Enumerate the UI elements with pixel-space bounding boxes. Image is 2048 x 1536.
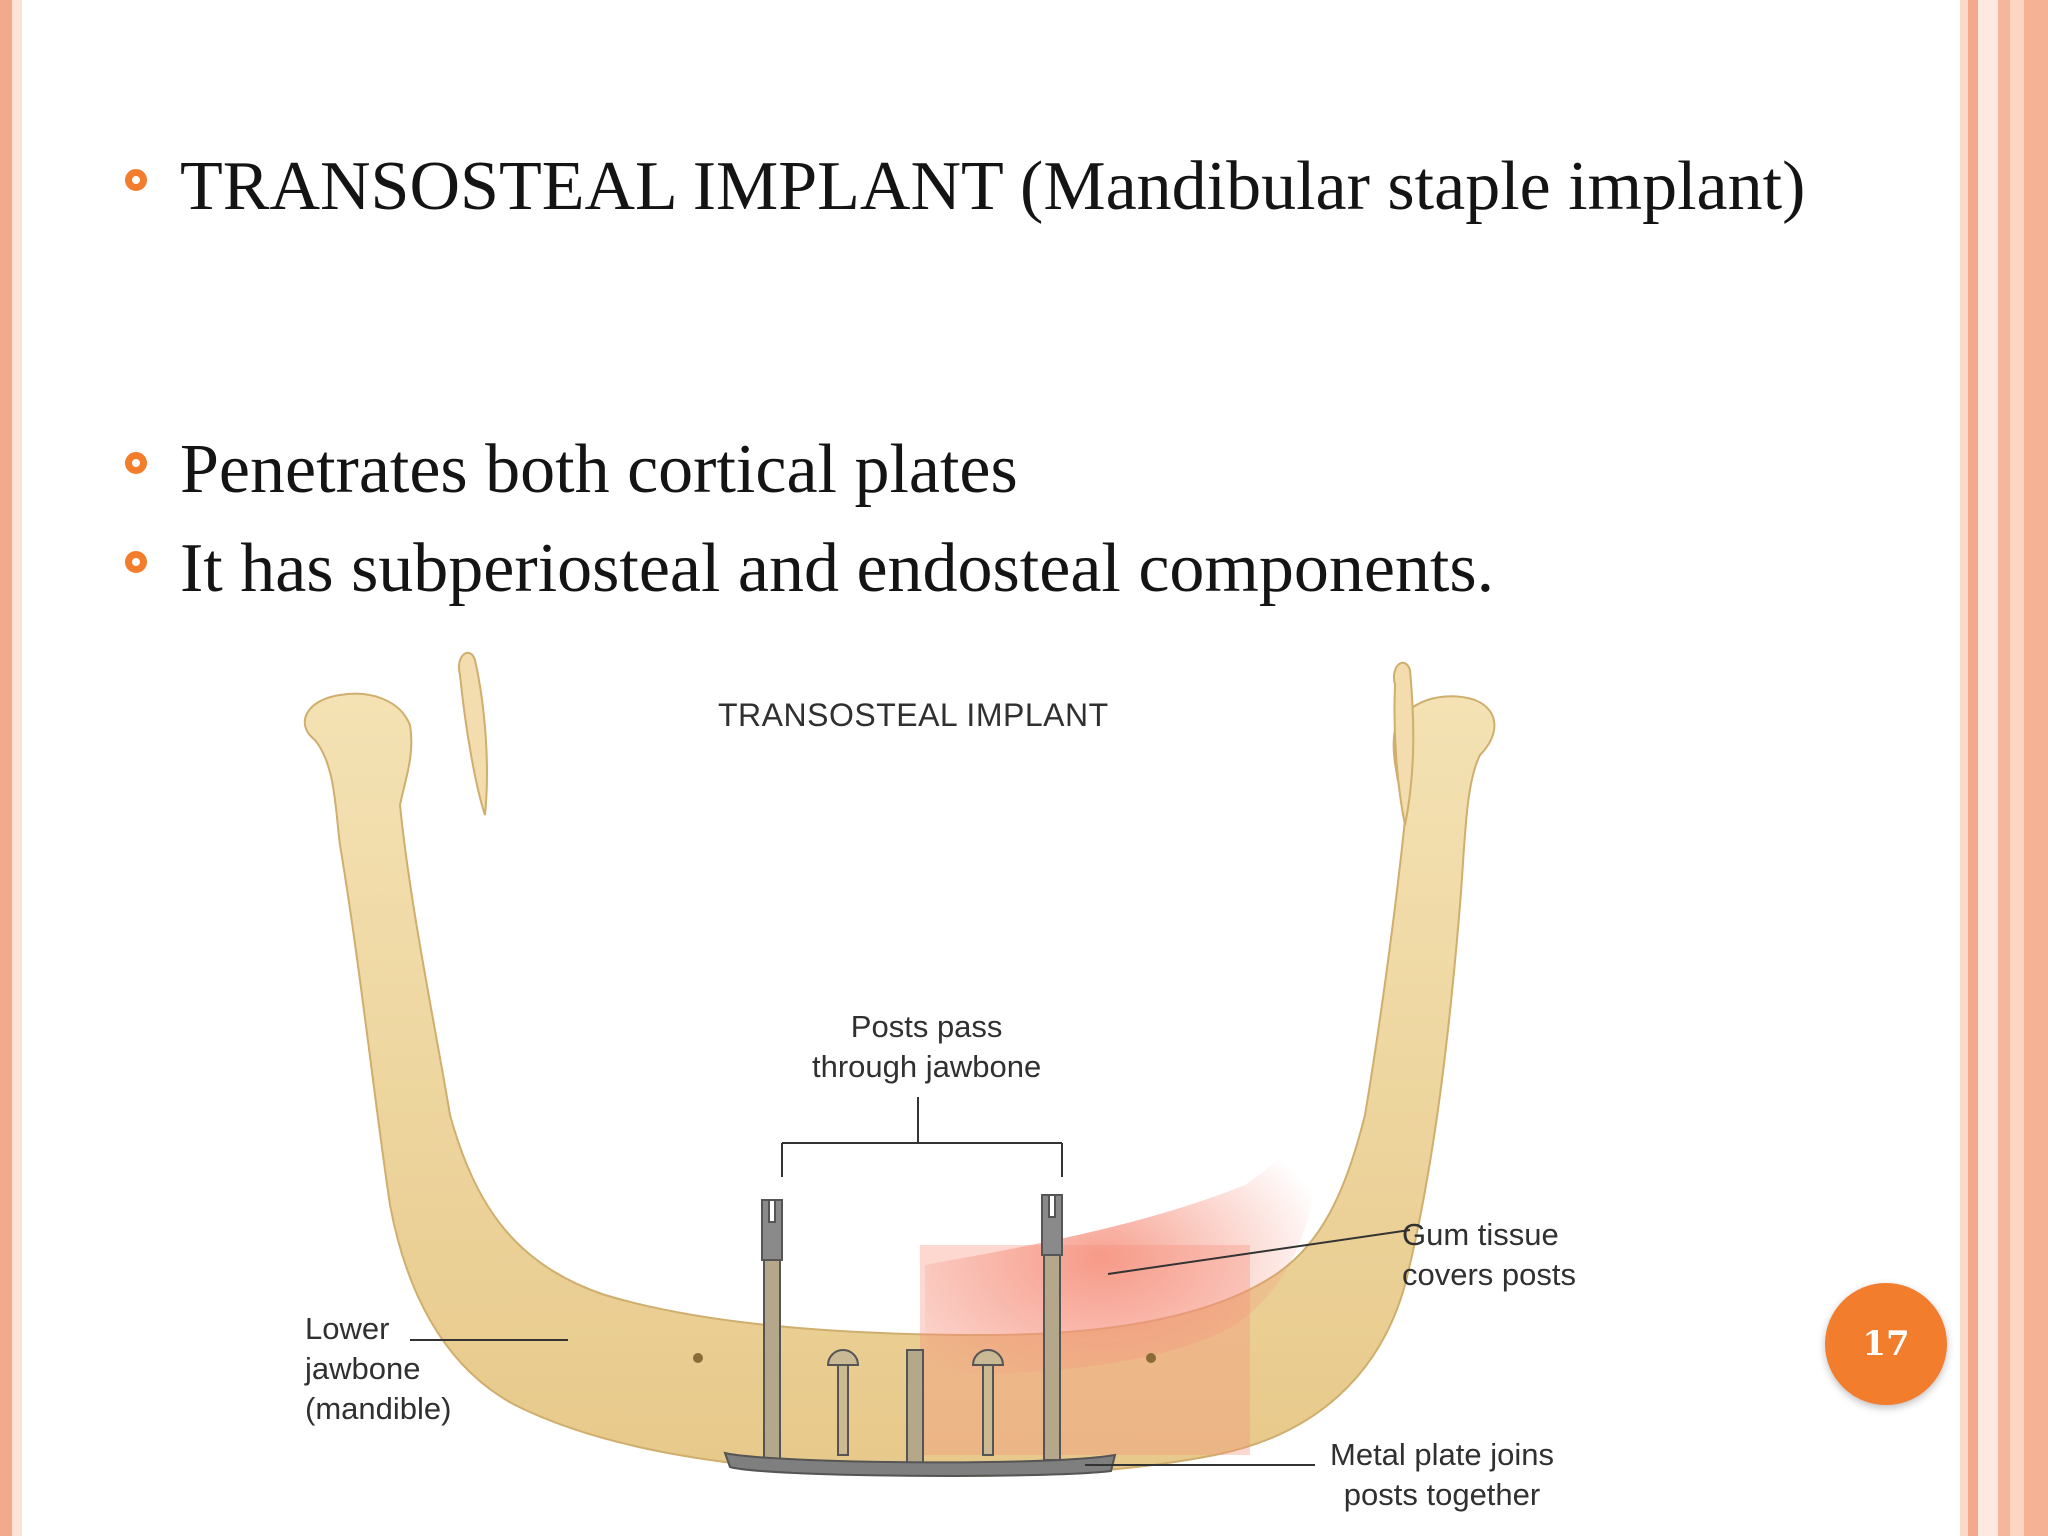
page-number-badge: 17 — [1825, 1283, 1947, 1405]
posts-label: Posts pass through jawbone — [812, 1009, 1042, 1084]
left-decorative-border — [0, 0, 22, 1536]
mandible-bone — [303, 692, 1496, 1477]
bullet-item: It has subperiosteal and endosteal compo… — [125, 527, 1820, 611]
bullet-item: TRANSOSTEAL IMPLANT (Mandibular staple i… — [125, 145, 1820, 229]
metal-plate — [723, 1451, 1117, 1477]
bullet-circle-icon — [125, 169, 147, 191]
figure-title: TRANSOSTEAL IMPLANT — [718, 697, 1109, 733]
bullet-text: TRANSOSTEAL IMPLANT (Mandibular staple i… — [180, 148, 1806, 225]
bullet-circle-icon — [125, 452, 147, 474]
transosteal-implant-illustration: TRANSOSTEAL IMPLANT Posts pass through j… — [285, 645, 1585, 1536]
gum-tissue-label: Gum tissue covers posts — [1402, 1217, 1577, 1292]
lower-jawbone-label: Lower jawbone (mandible) — [305, 1311, 452, 1426]
right-decorative-border — [1960, 0, 2048, 1536]
bullet-item: Penetrates both cortical plates — [125, 428, 1820, 512]
bullet-text: It has subperiosteal and endosteal compo… — [180, 530, 1495, 607]
bullet-text: Penetrates both cortical plates — [180, 431, 1018, 508]
metal-plate-label: Metal plate joins posts together — [1330, 1437, 1555, 1512]
bullet-circle-icon — [125, 551, 147, 573]
mandible-drawing — [303, 651, 1496, 1477]
